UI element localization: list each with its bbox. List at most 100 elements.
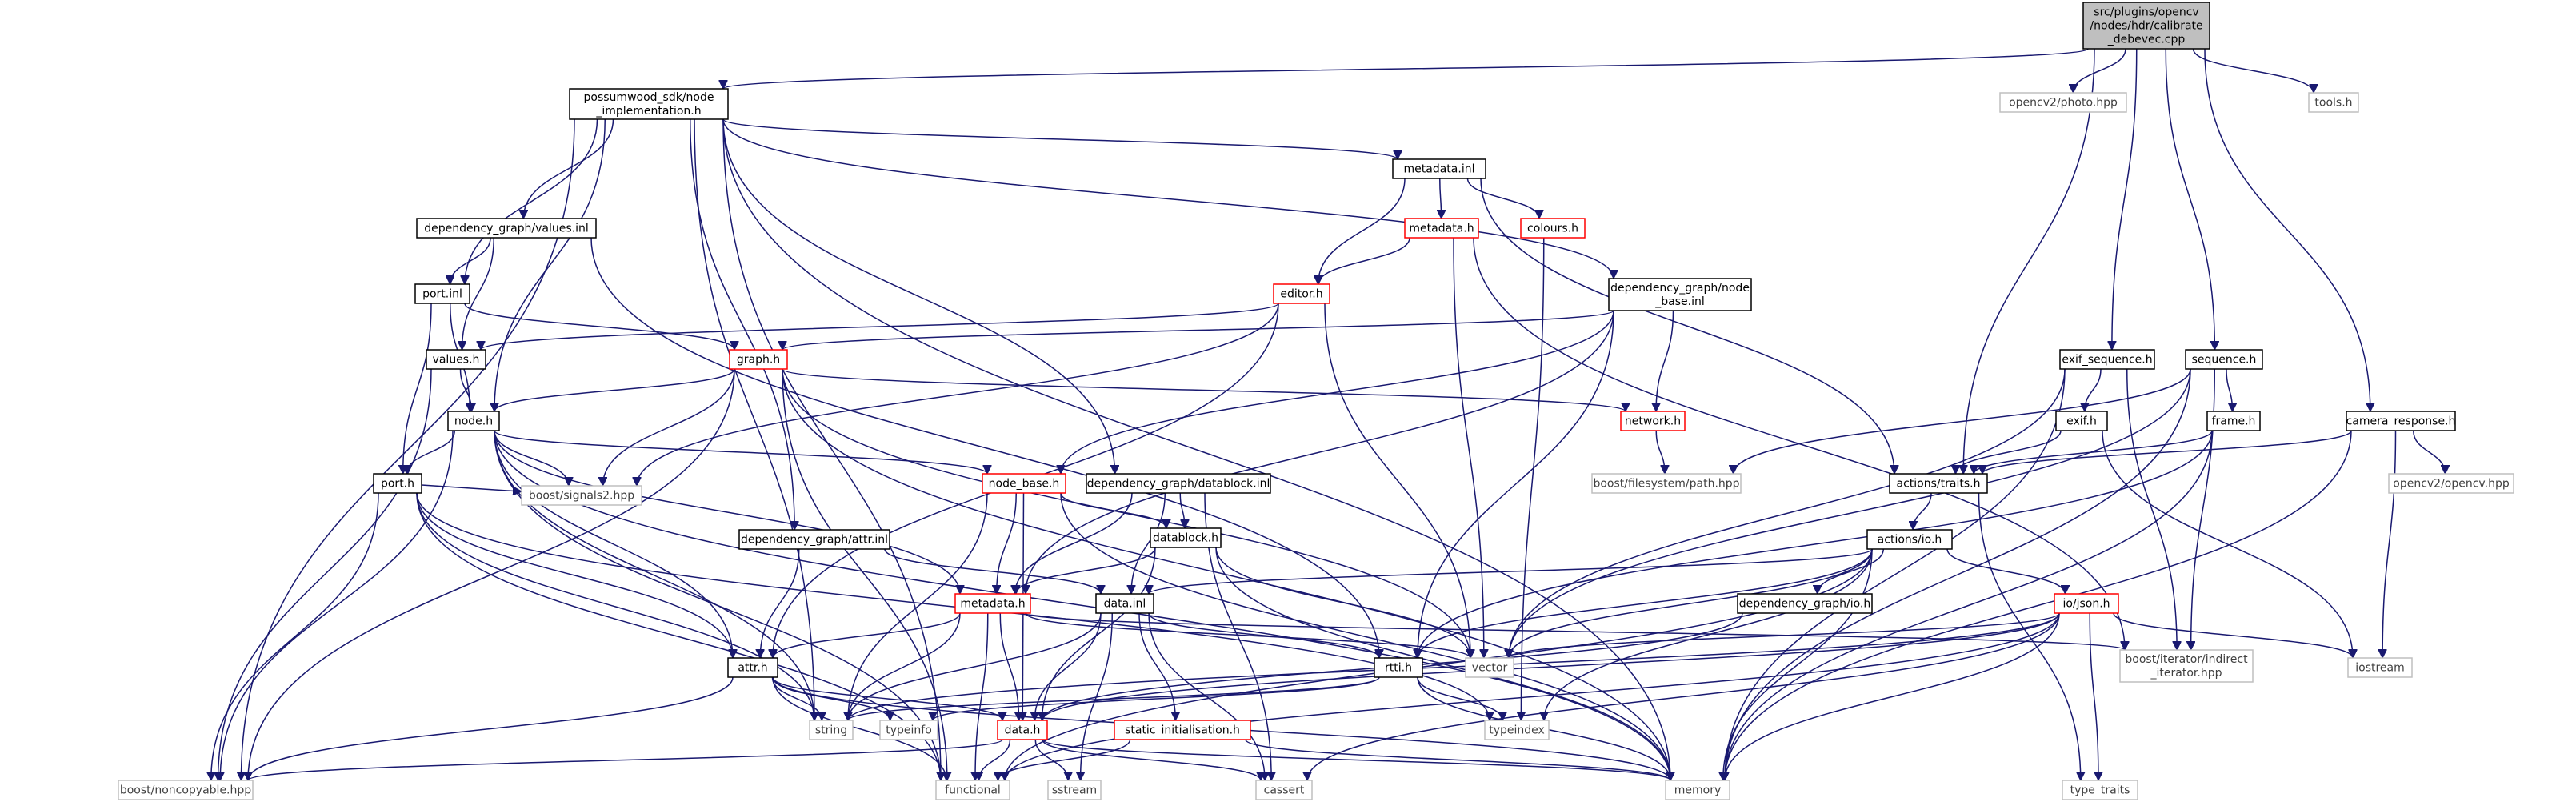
edge-io-json-h-to-functional (1005, 612, 2060, 780)
node-actions-io-h[interactable]: actions/io.h (1866, 529, 1953, 550)
node-sequence-h[interactable]: sequence.h (2185, 349, 2263, 370)
edge-root-to-photo-hpp (2073, 48, 2126, 94)
edge-actions-io-h-to-memory (1723, 548, 1873, 780)
node-box (2062, 780, 2138, 800)
node-frame-h[interactable]: frame.h (2206, 411, 2261, 431)
node-typeinfo: typeinfo (879, 720, 938, 740)
node-box (2119, 649, 2254, 683)
node-layer: src/plugins/opencv/nodes/hdr/calibrate_d… (118, 2, 2514, 800)
node-dg-node-base-inl[interactable]: dependency_graph/node_base.inl (1608, 278, 1752, 311)
edge-actions-io-h-to-vector (1509, 548, 1873, 658)
node-port-inl[interactable]: port.inl (414, 283, 470, 304)
edge-node-h-to-string (494, 430, 814, 720)
edge-network-h-to-fs-path-hpp (1655, 430, 1665, 474)
node-box (727, 657, 778, 678)
node-actions-traits-h[interactable]: actions/traits.h (1889, 473, 1988, 494)
edge-attr-h-to-noncopyable-hpp (248, 676, 734, 781)
edge-exif-sequence-h-to-indirect-iterator (2126, 368, 2177, 650)
node-node-base-h[interactable]: node_base.h (982, 473, 1066, 494)
node-colours-h[interactable]: colours.h (1520, 218, 1586, 239)
node-typeindex: typeindex (1484, 720, 1550, 740)
edge-data-h-to-cassert (1042, 739, 1261, 781)
node-dg-datablock-inl[interactable]: dependency_graph/datablock.inl (1086, 473, 1271, 494)
node-label: dependency_graph/node (1610, 282, 1750, 295)
node-label: io/json.h (2062, 598, 2110, 611)
edge-io-json-h-to-type-traits (2089, 612, 2098, 780)
edge-data-h-to-noncopyable-hpp (248, 739, 1003, 781)
node-label: memory (1674, 784, 1722, 797)
node-attr-h[interactable]: attr.h (727, 657, 778, 678)
edge-dg-node-base-inl-to-metadata-h (1026, 310, 1614, 594)
node-box (118, 780, 254, 800)
edge-metadata-h-to-functional (975, 612, 989, 780)
edge-camera-response-h-to-opencv-hpp (2413, 430, 2446, 475)
node-label: src/plugins/opencv (2094, 6, 2198, 19)
node-label: string (815, 724, 847, 737)
edge-datablock-h-to-metadata-h (1016, 547, 1156, 595)
edge-node-impl-to-string (694, 118, 814, 720)
node-metadata-h[interactable]: metadata.h (954, 593, 1031, 614)
node-metadata-h-top[interactable]: metadata.h (1404, 218, 1479, 239)
node-dg-io-h[interactable]: dependency_graph/io.h (1737, 593, 1873, 614)
edge-rtti-h-to-typeinfo (933, 676, 1380, 721)
node-root[interactable]: src/plugins/opencv/nodes/hdr/calibrate_d… (2082, 2, 2210, 50)
node-node-impl[interactable]: possumwood_sdk/node_implementation.h (569, 88, 729, 120)
node-label: actions/traits.h (1897, 478, 1981, 491)
node-editor-h[interactable]: editor.h (1273, 283, 1330, 304)
node-box (879, 720, 938, 740)
node-box (1620, 411, 1686, 431)
node-rtti-h[interactable]: rtti.h (1374, 657, 1423, 678)
node-metadata-inl[interactable]: metadata.inl (1392, 158, 1486, 179)
edge-dg-datablock-inl-to-datablock-h (1179, 492, 1185, 528)
node-network-h[interactable]: network.h (1620, 411, 1686, 431)
node-box (1273, 283, 1330, 304)
node-tools-h: tools.h (2308, 92, 2359, 113)
edge-root-to-sequence-h (2165, 48, 2214, 350)
edge-actions-traits-h-to-type-traits (1978, 492, 2081, 780)
edge-dg-attr-inl-to-data-inl (884, 548, 1101, 595)
node-label: _iterator.hpp (2150, 667, 2222, 680)
node-label: typeinfo (886, 724, 932, 737)
node-graph-h[interactable]: graph.h (729, 349, 788, 370)
edge-port-h-to-noncopyable-hpp (211, 492, 379, 780)
node-box (2308, 92, 2359, 113)
node-static-init-h[interactable]: static_initialisation.h (1114, 720, 1251, 740)
edge-dg-node-base-inl-to-rtti-h (1418, 310, 1614, 658)
node-label: opencv2/opencv.hpp (2393, 478, 2510, 491)
node-functional: functional (935, 780, 1010, 800)
edge-data-inl-to-string (848, 612, 1102, 720)
node-box (1114, 720, 1251, 740)
node-label: boost/iterator/indirect (2125, 653, 2248, 666)
node-io-json-h[interactable]: io/json.h (2054, 593, 2119, 614)
node-label: node_base.h (989, 478, 1060, 491)
node-camera-response-h[interactable]: camera_response.h (2346, 411, 2456, 431)
node-data-h[interactable]: data.h (997, 720, 1048, 740)
edge-graph-h-to-signals2-hpp (603, 368, 735, 486)
node-dg-values-inl[interactable]: dependency_graph/values.inl (416, 218, 597, 239)
node-box (1086, 473, 1271, 494)
node-label: boost/filesystem/path.hpp (1593, 478, 1739, 491)
node-data-inl[interactable]: data.inl (1095, 593, 1154, 614)
node-dg-attr-inl[interactable]: dependency_graph/attr.inl (738, 529, 890, 550)
edge-values-h-to-noncopyable-hpp (218, 368, 432, 780)
edge-port-inl-to-graph-h (464, 303, 734, 351)
node-port-h[interactable]: port.h (373, 473, 422, 494)
node-box (809, 720, 854, 740)
node-box (738, 529, 890, 550)
node-box (1520, 218, 1586, 239)
edge-datablock-h-to-vector (1215, 547, 1470, 658)
node-label: exif.h (2066, 415, 2097, 428)
edge-io-json-h-to-cassert (1307, 612, 2060, 780)
node-exif-h[interactable]: exif.h (2055, 411, 2108, 431)
node-datablock-h[interactable]: datablock.h (1150, 527, 1222, 548)
node-values-h[interactable]: values.h (426, 349, 486, 370)
node-exif-sequence-h[interactable]: exif_sequence.h (2059, 349, 2155, 370)
edge-exif-h-to-actions-traits-h (1955, 430, 2062, 475)
node-box (1999, 92, 2127, 113)
node-label: attr.h (738, 662, 767, 675)
edge-layer (211, 48, 2446, 781)
edge-node-base-h-to-metadata-h (997, 492, 1017, 594)
node-node-h[interactable]: node.h (447, 411, 500, 431)
edge-dg-values-inl-to-values-h (462, 237, 494, 350)
node-box (2055, 411, 2108, 431)
